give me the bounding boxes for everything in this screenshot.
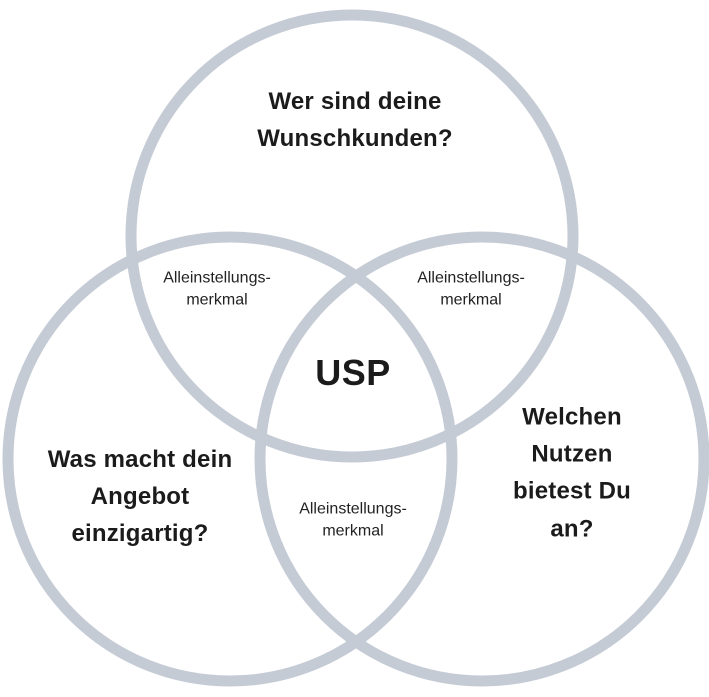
usp-center-label: USP bbox=[315, 352, 391, 393]
top-circle-label: Wer sind deine Wunschkunden? bbox=[257, 87, 453, 152]
intersection-label-top-left: Alleinstellungs- merkmal bbox=[163, 269, 271, 309]
left-circle bbox=[2, 231, 458, 687]
right-circle bbox=[254, 231, 709, 687]
right-circle-label: Welchen Nutzen bietest Du an? bbox=[512, 403, 631, 543]
left-circle-label: Was macht dein Angebot einzigartig? bbox=[47, 446, 233, 548]
intersection-label-top-right: Alleinstellungs- merkmal bbox=[417, 269, 525, 309]
top-circle bbox=[125, 9, 579, 463]
intersection-label-bottom: Alleinstellungs- merkmal bbox=[299, 500, 407, 540]
